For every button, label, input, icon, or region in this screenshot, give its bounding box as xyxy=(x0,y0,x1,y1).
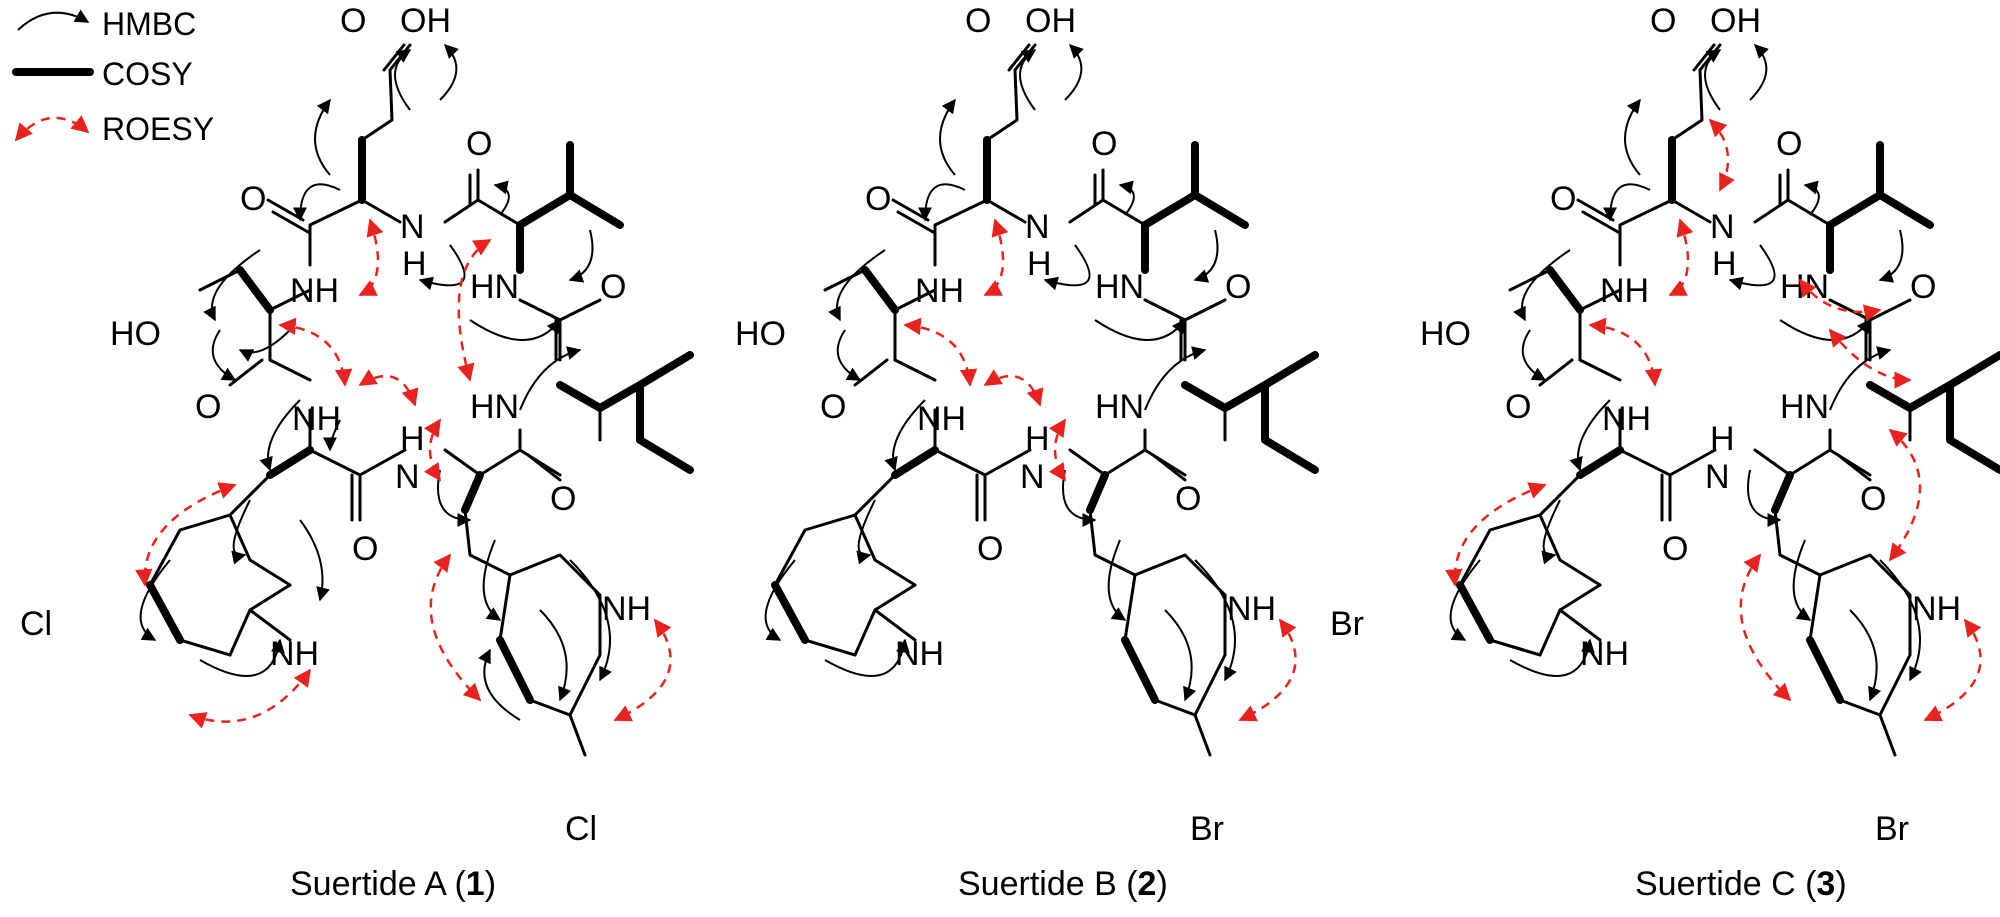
caption-name: Suertide B xyxy=(958,865,1117,903)
atom-label: NH xyxy=(1227,590,1276,628)
atom-label: N xyxy=(1710,208,1735,246)
legend-roesy-label: ROESY xyxy=(102,111,214,147)
atom-label: O xyxy=(1505,388,1531,426)
atom-label: O xyxy=(240,180,266,218)
compound-2-hmbc xyxy=(764,44,1237,702)
legend-cosy: COSY xyxy=(12,56,193,92)
compound-2-structure: O OH O N H O HN O HN NH HO O NH H N O O … xyxy=(735,2,1315,848)
atom-label: HO xyxy=(735,315,786,353)
atom-label: O xyxy=(352,530,378,568)
chloro-substituent-right: Cl xyxy=(565,810,597,848)
atom-label: O xyxy=(965,2,991,40)
atom-label: O xyxy=(1225,268,1251,306)
caption-number: 1 xyxy=(466,865,485,903)
legend-hmbc: HMBC xyxy=(17,6,196,42)
atom-label: OH xyxy=(1710,2,1761,40)
legend: HMBC COSY ROESY xyxy=(12,6,214,147)
atom-label: NH xyxy=(917,400,966,438)
atom-label: NH xyxy=(915,272,964,310)
atom-label: O xyxy=(1776,125,1802,163)
caption-number: 3 xyxy=(1816,865,1835,903)
hmbc-arrow-icon xyxy=(17,9,90,31)
compound-3-roesy xyxy=(1445,118,1982,722)
legend-roesy: ROESY xyxy=(14,111,214,147)
atom-label: O xyxy=(1662,530,1688,568)
chloro-substituent-left: Cl xyxy=(20,605,52,643)
atom-label: NH xyxy=(1602,400,1651,438)
atom-label: HN xyxy=(1095,388,1144,426)
caption-compound-2: Suertide B (2) xyxy=(958,865,1168,903)
atom-label: O xyxy=(600,268,626,306)
atom-label: HO xyxy=(110,315,161,353)
atom-label: NH xyxy=(1912,590,1961,628)
atom-label: O xyxy=(1650,2,1676,40)
atom-label: O xyxy=(340,2,366,40)
legend-cosy-label: COSY xyxy=(102,56,193,92)
compound-2-roesy xyxy=(903,218,1297,722)
caption-compound-3: Suertide C (3) xyxy=(1635,865,1847,903)
atom-label: O xyxy=(1550,180,1576,218)
atom-label: O xyxy=(820,388,846,426)
caption-compound-1: Suertide A (1) xyxy=(290,865,496,903)
atom-label: HN xyxy=(1095,268,1144,306)
atom-label: NH xyxy=(1600,272,1649,310)
compound-3-structure: O OH O N H O HN O HN NH HO O NH H N O O … xyxy=(1330,2,2000,848)
atom-label: O xyxy=(1091,125,1117,163)
atom-label: H xyxy=(1027,245,1052,283)
caption-name: Suertide C xyxy=(1635,865,1796,903)
atom-label: OH xyxy=(1025,2,1076,40)
caption-name: Suertide A xyxy=(290,865,447,903)
atom-label: HO xyxy=(1420,315,1471,353)
bromo-substituent-right: Br xyxy=(1190,810,1224,848)
atom-label: HN xyxy=(1780,388,1829,426)
atom-label: N xyxy=(1025,208,1050,246)
atom-label: O xyxy=(977,530,1003,568)
atom-label: NH xyxy=(602,590,651,628)
roesy-arrow-icon xyxy=(14,115,90,142)
compound-3-hmbc xyxy=(1449,44,1922,702)
caption-number: 2 xyxy=(1138,865,1157,903)
bromo-substituent-right: Br xyxy=(1875,810,1909,848)
atom-label: O xyxy=(466,125,492,163)
atom-label: N xyxy=(400,208,425,246)
atom-label: HN xyxy=(470,268,519,306)
atom-label: H xyxy=(1712,245,1737,283)
atom-label: O xyxy=(1910,268,1936,306)
atom-label: O xyxy=(865,180,891,218)
legend-hmbc-label: HMBC xyxy=(102,6,196,42)
atom-label: O xyxy=(1175,480,1201,518)
atom-label: O xyxy=(195,388,221,426)
atom-label: H xyxy=(402,245,427,283)
atom-label: NH xyxy=(292,400,341,438)
atom-label: N xyxy=(395,458,420,496)
atom-label: OH xyxy=(400,2,451,40)
atom-label: NH xyxy=(290,272,339,310)
atom-label: O xyxy=(550,480,576,518)
atom-label: N xyxy=(1705,458,1730,496)
atom-label: N xyxy=(1020,458,1045,496)
atom-label: H xyxy=(1025,420,1050,458)
compound-1-roesy xyxy=(135,218,672,729)
atom-label: HN xyxy=(470,388,519,426)
compound-1-structure: O OH O N H O HN O HN NH HO O NH H N O O … xyxy=(20,2,690,848)
atom-label: O xyxy=(1860,480,1886,518)
bromo-substituent-left: Br xyxy=(1330,605,1364,643)
atom-label: H xyxy=(400,420,425,458)
atom-label: H xyxy=(1710,420,1735,458)
